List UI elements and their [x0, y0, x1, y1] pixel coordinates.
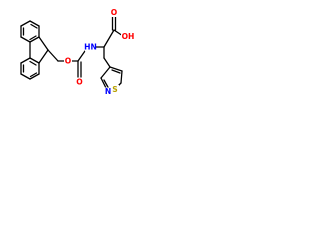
amino-acid-backbone — [103, 14, 124, 68]
thiazole-ring — [100, 66, 123, 93]
fmoc-thiazolylalanine-structure: HN O O O OH N S — [20, 8, 135, 97]
fluorene-upper-ring — [20, 20, 40, 43]
fmoc-carbamate-chain — [47, 46, 105, 80]
amine-nh-label: HN — [84, 43, 97, 52]
fluorene-central-ring — [29, 36, 49, 64]
acid-carbonyl-oxygen-label: O — [111, 8, 118, 17]
atom-labels: HN O O O OH N S — [64, 8, 135, 97]
fluorene-lower-ring — [20, 57, 40, 80]
ester-oxygen-label: O — [65, 57, 72, 66]
thiazole-nitrogen-label: N — [105, 87, 111, 96]
carbonyl-oxygen-label: O — [76, 78, 83, 87]
thiazole-sulfur-label: S — [112, 85, 117, 94]
hydroxyl-label: OH — [122, 32, 135, 41]
